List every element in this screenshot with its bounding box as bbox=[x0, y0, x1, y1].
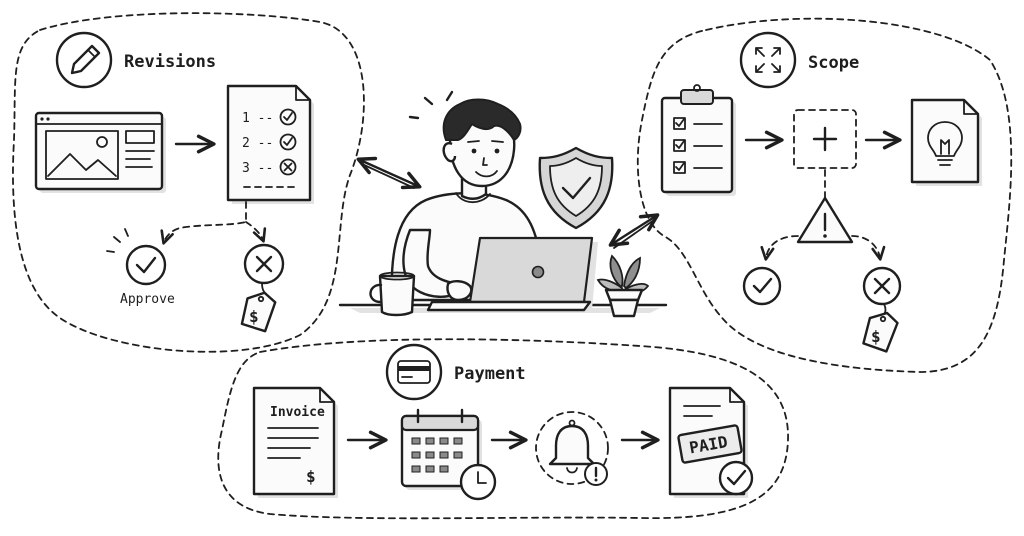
clipboard-checklist-icon bbox=[660, 84, 736, 196]
check-icon bbox=[279, 133, 297, 151]
checklist-item-1: 1 -- bbox=[242, 111, 273, 126]
paid-stamp: PAID bbox=[677, 424, 743, 464]
checklist-item-2: 2 -- bbox=[242, 136, 273, 151]
alert-icon bbox=[584, 462, 608, 486]
scope-accept-arrow bbox=[760, 235, 799, 261]
approve-branch-arrow bbox=[160, 201, 247, 245]
revision-checklist-document: 1 -- 2 -- 3 -- bbox=[226, 84, 314, 204]
scope-title: Scope bbox=[808, 53, 859, 73]
scope-boundary bbox=[636, 17, 1013, 373]
reject-cross-icon bbox=[243, 243, 285, 285]
laptop-icon bbox=[426, 236, 598, 312]
revisions-title: Revisions bbox=[124, 52, 216, 72]
paid-check-icon bbox=[718, 460, 754, 496]
reject-branch-arrow bbox=[245, 221, 267, 243]
check-icon bbox=[279, 108, 297, 126]
paid-document: PAID bbox=[668, 386, 754, 498]
add-scope-plus-icon bbox=[793, 109, 857, 169]
cross-icon bbox=[279, 158, 297, 176]
reminder-bell-icon bbox=[535, 411, 609, 485]
scope-accept-check-icon bbox=[742, 266, 782, 306]
scope-charge-arrow bbox=[851, 235, 886, 261]
approve-label: Approve bbox=[120, 292, 175, 307]
payment-title: Payment bbox=[454, 364, 526, 384]
revisions-boundary bbox=[12, 12, 365, 353]
invoice-document: Invoice $ bbox=[252, 386, 338, 498]
checklist-item-3: 3 -- bbox=[242, 161, 273, 176]
scope-price-tag-icon: $ bbox=[862, 303, 899, 353]
price-tag-icon: $ bbox=[240, 282, 277, 333]
revisions-cluster: Revisions 1 -- 2 -- 3 -- bbox=[12, 12, 365, 353]
scope-reject-cross-icon bbox=[862, 266, 902, 306]
pencil-icon bbox=[55, 31, 113, 89]
calendar-due-date-icon bbox=[400, 408, 482, 490]
invoice-label: Invoice bbox=[270, 405, 325, 420]
credit-card-icon bbox=[385, 343, 443, 401]
invoice-amount-symbol: $ bbox=[306, 467, 316, 486]
coffee-mug-icon bbox=[369, 271, 416, 317]
warning-triangle-icon bbox=[796, 196, 854, 244]
webpage-mockup-icon bbox=[34, 111, 166, 193]
double-arrow-left bbox=[356, 156, 422, 190]
expand-arrows-icon bbox=[739, 31, 797, 89]
revision-fee-symbol: $ bbox=[249, 307, 259, 326]
scope-fee-symbol: $ bbox=[871, 327, 881, 346]
approve-check-icon bbox=[106, 228, 167, 286]
payment-boundary bbox=[217, 338, 789, 520]
double-arrow-right bbox=[608, 213, 660, 249]
payment-cluster: Payment Invoice $ bbox=[217, 338, 789, 520]
clock-icon bbox=[459, 463, 497, 501]
lightbulb-document-icon bbox=[910, 98, 982, 186]
scope-cluster: Scope bbox=[636, 17, 1013, 373]
shield-check-icon bbox=[538, 146, 614, 230]
potted-plant-icon bbox=[596, 254, 650, 318]
